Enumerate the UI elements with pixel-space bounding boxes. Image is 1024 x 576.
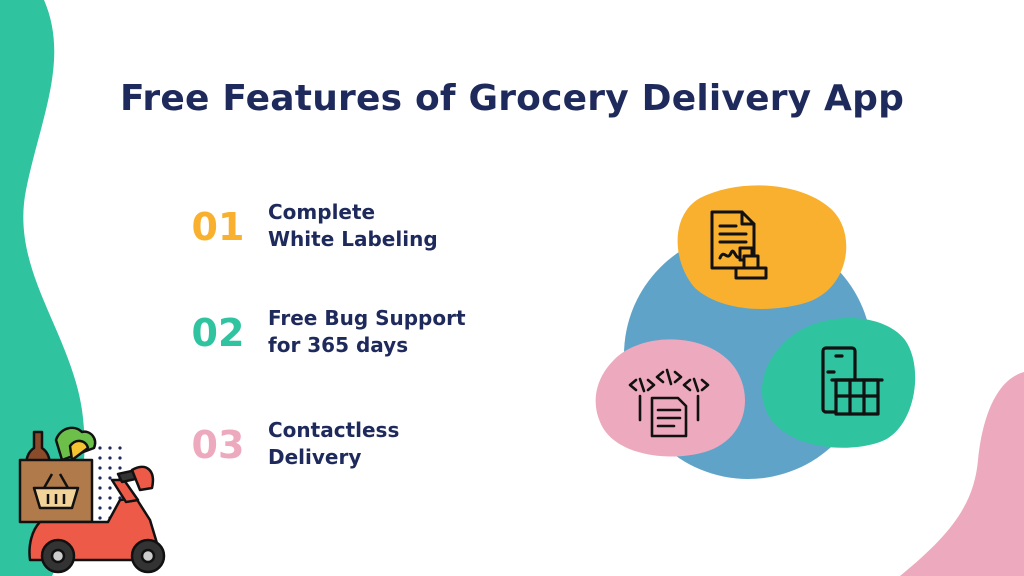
certificate-stamp-icon xyxy=(710,210,768,280)
certificate-blob xyxy=(677,185,847,309)
feature-line-1: Complete xyxy=(268,200,376,224)
code-document-blob xyxy=(595,339,745,457)
page-title: Free Features of Grocery Delivery App xyxy=(119,78,905,119)
grocery-scooter-icon xyxy=(18,426,166,574)
mobile-shop-icon xyxy=(821,346,884,416)
feature-text: Free Bug Support for 365 days xyxy=(268,305,466,359)
feature-bug-support: 02 Free Bug Support for 365 days xyxy=(178,305,538,365)
feature-number: 01 xyxy=(191,205,245,249)
code-document-icon xyxy=(628,368,710,438)
feature-number: 03 xyxy=(191,423,245,467)
feature-line-2: for 365 days xyxy=(268,333,409,357)
feature-line-2: White Labeling xyxy=(268,227,438,251)
feature-line-1: Contactless xyxy=(268,418,400,442)
mobile-shop-blob xyxy=(761,318,916,448)
feature-line-2: Delivery xyxy=(268,445,362,469)
feature-contactless-delivery: 03 Contactless Delivery xyxy=(178,417,538,477)
feature-text: Contactless Delivery xyxy=(268,417,399,471)
feature-white-labeling: 01 Complete White Labeling xyxy=(178,199,538,259)
feature-number: 02 xyxy=(191,311,245,355)
right-pink-wave xyxy=(900,372,1024,576)
feature-line-1: Free Bug Support xyxy=(268,306,466,330)
feature-text: Complete White Labeling xyxy=(268,199,438,253)
